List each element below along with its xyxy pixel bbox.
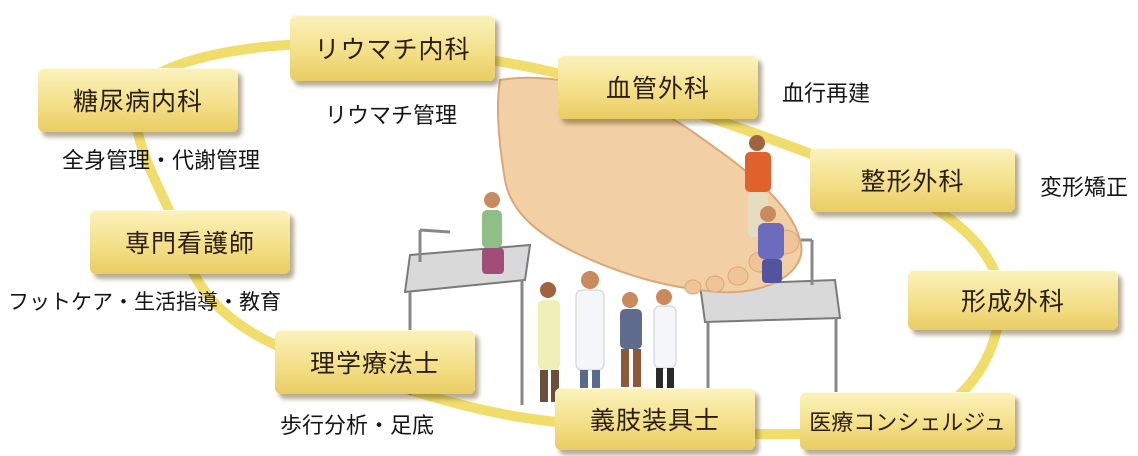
note-vascular-surgery: 血行再建	[782, 82, 871, 107]
box-concierge-label: 医療コンシェルジュ	[809, 411, 1006, 436]
box-rheumatology: リウマチ内科	[290, 15, 495, 81]
staff-figure-blue	[620, 292, 642, 387]
note-physical-therapist: 歩行分析・足底	[280, 414, 435, 439]
box-concierge: 医療コンシェルジュ	[800, 392, 1015, 450]
box-plastic-surgery: 形成外科	[908, 270, 1118, 330]
note-rheumatology: リウマチ管理	[325, 104, 458, 129]
note-orthopedics: 変形矯正	[1040, 176, 1129, 201]
box-prosthetist-label: 義肢装具士	[589, 406, 720, 435]
box-prosthetist: 義肢装具士	[555, 388, 755, 450]
box-vascular-surgery-label: 血管外科	[605, 74, 710, 103]
box-diabetes-label: 糖尿病内科	[72, 87, 203, 116]
staff-figure-orange	[745, 135, 771, 237]
box-plastic-surgery-label: 形成外科	[960, 287, 1065, 316]
staff-figure-green	[482, 192, 504, 274]
box-vascular-surgery: 血管外科	[558, 55, 758, 119]
box-diabetes: 糖尿病内科	[38, 68, 238, 132]
foot-illustration	[496, 76, 803, 295]
note-nurse: フットケア・生活指導・教育	[8, 290, 281, 314]
staff-figure-doctor	[575, 271, 605, 390]
staff-figure-white	[653, 289, 677, 388]
box-rheumatology-label: リウマチ内科	[314, 35, 471, 64]
box-physical-therapist: 理学療法士	[275, 330, 475, 394]
box-physical-therapist-label: 理学療法士	[309, 349, 440, 378]
box-nurse: 専門看護師	[90, 210, 290, 274]
box-nurse-label: 専門看護師	[124, 229, 255, 258]
staff-figure-yellow-coat	[538, 282, 560, 402]
box-orthopedics-label: 整形外科	[860, 167, 965, 196]
box-orthopedics: 整形外科	[810, 148, 1015, 212]
staff-figure-purple	[758, 206, 784, 283]
note-diabetes: 全身管理・代謝管理	[62, 149, 261, 174]
